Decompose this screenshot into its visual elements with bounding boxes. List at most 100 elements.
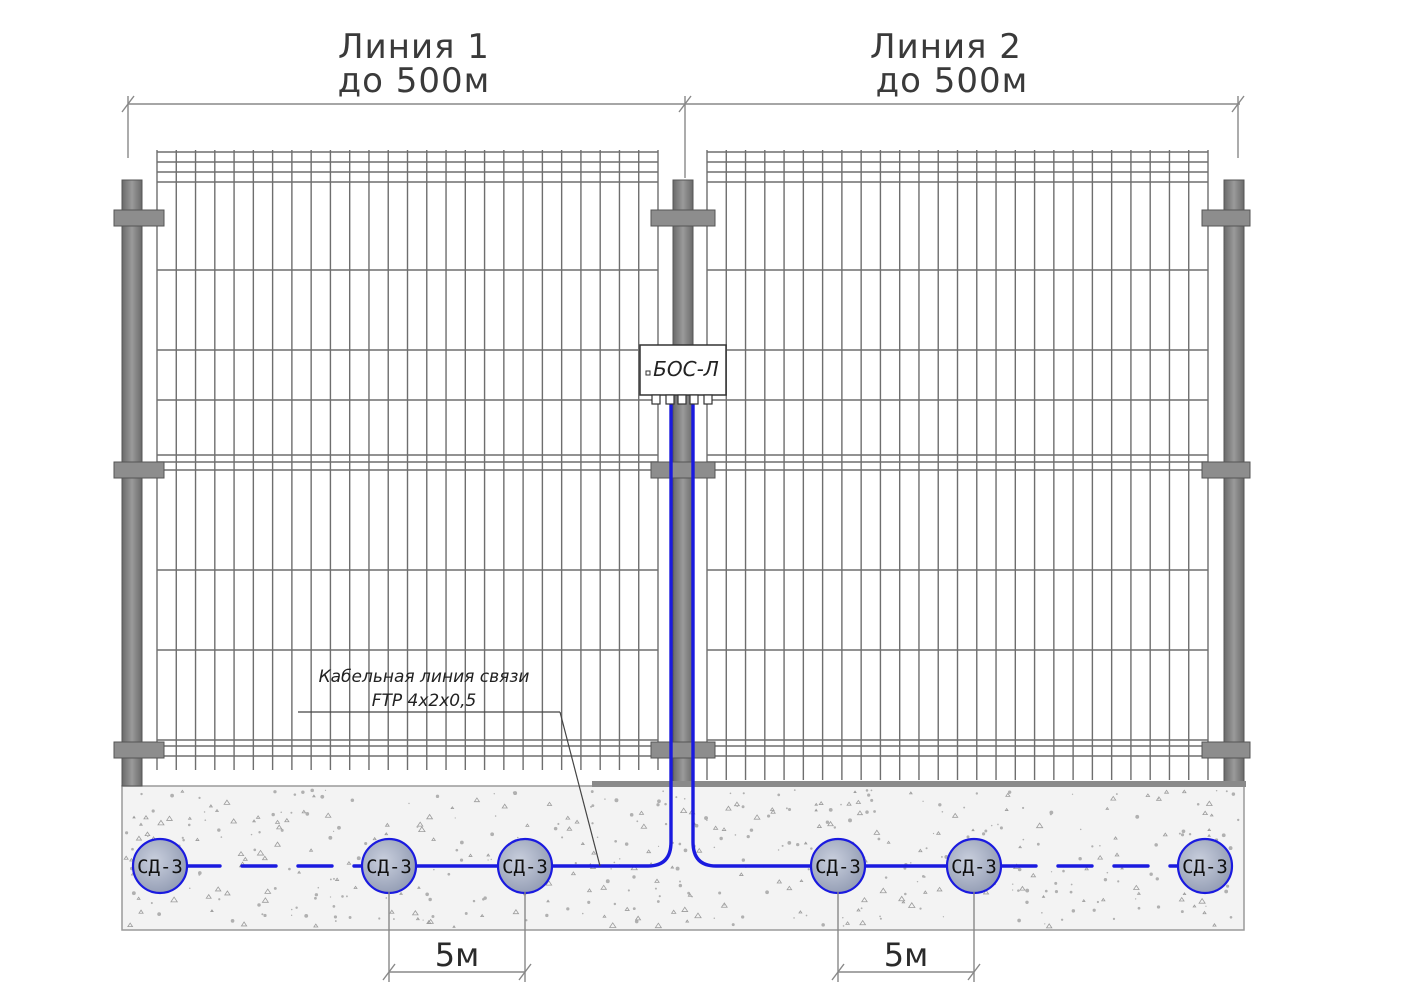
ground-speck — [1115, 793, 1118, 796]
sensor-sd3: СД-3 — [1176, 837, 1234, 895]
ground-speck — [312, 794, 316, 798]
ground-speck — [870, 798, 874, 802]
ground-speck — [350, 798, 355, 802]
ground-speck — [634, 919, 639, 924]
fence-panel-line-2 — [706, 150, 1209, 780]
ground-speck — [1229, 915, 1233, 919]
sensor-label: СД-3 — [502, 856, 548, 878]
cable-callout: Кабельная линия связи FTP 4x2x0,5 — [298, 667, 601, 867]
ground-speck — [136, 896, 141, 900]
ground-speck — [1205, 905, 1207, 907]
ground-speck — [385, 897, 388, 899]
ground-speck — [632, 907, 636, 911]
ground-speck — [346, 895, 348, 898]
ground-speck — [1045, 923, 1053, 929]
ground-speck — [1198, 897, 1206, 904]
ground-speck — [455, 848, 459, 852]
ground-speck — [378, 917, 381, 920]
ground-speck — [818, 801, 824, 805]
ground-speck — [486, 853, 491, 857]
ground-speck — [1178, 832, 1181, 835]
ground-speck — [855, 799, 862, 804]
ground-speck — [214, 808, 220, 812]
ground-speck — [624, 906, 630, 911]
ground-speck — [525, 919, 528, 922]
ground-speck — [210, 909, 214, 912]
ground-speck — [416, 821, 424, 827]
ground-speck — [301, 790, 305, 794]
ground-speck — [427, 918, 435, 924]
ground-speck — [261, 855, 268, 861]
ground-speck — [1112, 917, 1116, 921]
ground-speck — [346, 861, 352, 865]
ground-speck — [879, 917, 882, 920]
ground-speck — [657, 799, 661, 804]
ground-speck — [753, 814, 761, 820]
ground-speck — [654, 922, 663, 929]
ground-speck — [138, 822, 143, 826]
ground-speck — [290, 908, 293, 911]
ground-speck — [255, 815, 261, 819]
ground-speck — [170, 793, 174, 798]
ground-speck — [604, 798, 606, 800]
ground-speck — [324, 812, 332, 818]
ground-speck — [1096, 900, 1100, 904]
ground-speck — [240, 921, 248, 927]
ground-speck — [803, 841, 808, 845]
ground-speck — [1019, 885, 1026, 891]
ground-speck — [870, 789, 873, 792]
ground-speck — [636, 820, 639, 823]
ground-speck — [687, 893, 693, 897]
ground-speck — [447, 872, 451, 876]
ground-speck — [220, 836, 223, 838]
ground-speck — [942, 916, 945, 918]
ground-speck — [1154, 843, 1158, 847]
ground-speck — [848, 818, 853, 823]
ground-speck — [452, 925, 456, 928]
ground-speck — [1114, 852, 1120, 857]
ground-speck — [132, 815, 136, 819]
post-bracket — [1201, 209, 1251, 227]
ground-speck — [1134, 898, 1137, 900]
ground-speck — [1092, 908, 1096, 912]
ground-speck — [415, 917, 420, 921]
ground-speck — [796, 842, 800, 847]
ground-speck — [181, 836, 184, 839]
ground-speck — [1011, 889, 1014, 891]
ground-speck — [734, 834, 737, 836]
ground-speck — [1145, 793, 1151, 797]
ground-speck — [925, 847, 928, 850]
ground-speck — [1149, 872, 1153, 876]
fence-post — [121, 179, 143, 787]
ground-speck — [879, 887, 888, 894]
ground-speck — [1004, 807, 1009, 811]
ground-speck — [963, 806, 966, 809]
ground-speck — [1025, 900, 1029, 905]
ground-speck — [129, 857, 134, 862]
ground-speck — [314, 896, 317, 900]
ground-speck — [328, 835, 333, 840]
fence-panel-line-1 — [156, 150, 659, 770]
ground-speck — [807, 868, 810, 871]
ground-speck — [1044, 889, 1048, 893]
ground-speck — [189, 887, 191, 889]
fence-posts — [113, 179, 1251, 787]
ground-speck — [729, 792, 732, 795]
ground-speck — [501, 803, 508, 809]
ground-speck — [217, 828, 221, 832]
ground-speck — [675, 866, 680, 871]
ground-speck — [490, 832, 495, 837]
ground-speck — [725, 805, 732, 811]
ground-speck — [624, 842, 629, 846]
spacing-label-right: 5м — [884, 936, 929, 974]
ground-speck — [258, 831, 261, 834]
ground-speck — [308, 848, 314, 852]
ground-speck — [712, 825, 719, 830]
ground-speck — [273, 887, 277, 890]
ground-speck — [264, 888, 272, 894]
ground-speck — [237, 850, 245, 857]
ground-speck — [1180, 833, 1185, 837]
ground-speck — [334, 877, 340, 881]
ground-speck — [1209, 813, 1214, 817]
ground-speck — [1070, 883, 1073, 886]
